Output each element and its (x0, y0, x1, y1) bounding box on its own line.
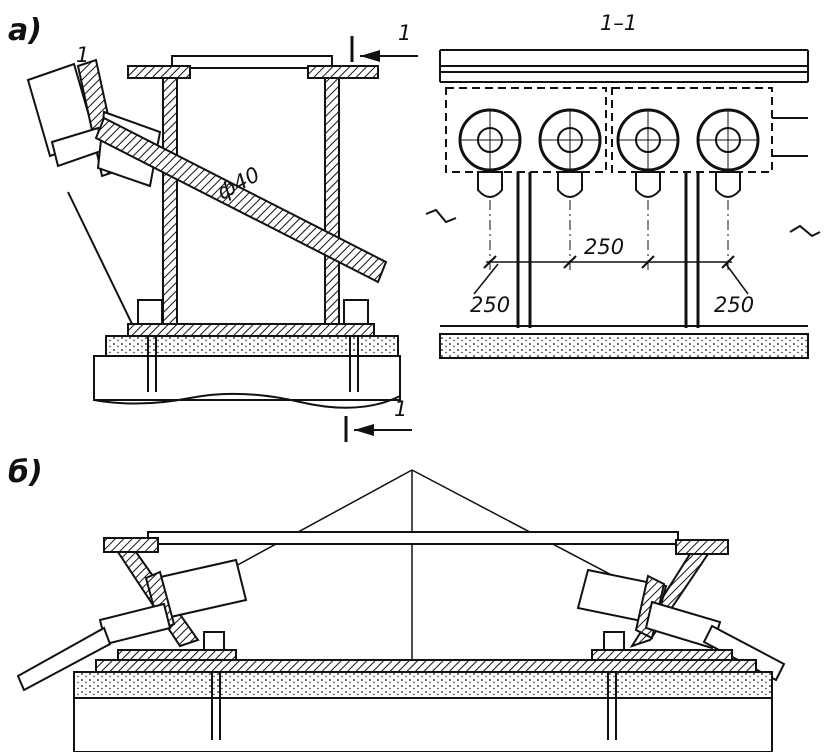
jack-head-2 (538, 108, 602, 198)
jack-head-3 (616, 108, 680, 198)
base-plate-b-left (117, 649, 237, 661)
threaded-rod (94, 116, 388, 284)
dimension-left-label: 250 (470, 293, 510, 317)
dimension-right-label: 250 (714, 293, 754, 317)
item-number-label: 1 (76, 43, 89, 67)
section-mark-top: 1 (350, 21, 418, 62)
top-flange-left (127, 65, 191, 79)
section-grout-layer (439, 333, 809, 359)
section-mark-bottom: 1 (344, 397, 412, 442)
upper-beam (147, 531, 679, 545)
hidden-frame-right (611, 87, 773, 173)
hidden-frame-left (445, 87, 607, 173)
upper-flange-right (675, 539, 729, 555)
section-mark-top-label: 1 (398, 21, 411, 45)
jack-right (576, 568, 786, 682)
upper-flange-left (103, 537, 159, 553)
section-title: 1–1 (600, 11, 637, 35)
foundation-break-line (93, 392, 401, 409)
view-a-label: а) (8, 13, 42, 48)
dimension-lines (473, 200, 749, 295)
grout-layer-b (73, 671, 773, 699)
support-strut (67, 191, 135, 329)
section-mark-bottom-label: 1 (394, 397, 407, 421)
dimension-center-label: 250 (584, 235, 624, 259)
jack-head-1 (458, 108, 522, 198)
view-b-label: б) (8, 455, 43, 490)
post-right (324, 77, 340, 327)
post-left (162, 77, 178, 327)
foundation-b (73, 697, 773, 752)
top-flange-right (307, 65, 379, 79)
lower-beam (95, 659, 757, 673)
view-b-arrangement: б) (8, 455, 786, 752)
jack-left (16, 558, 248, 692)
view-a-elevation: а) 1 ф40 (8, 13, 418, 442)
jack-head-4 (696, 108, 760, 198)
base-plate (127, 323, 375, 337)
section-1-1: 1–1 (425, 11, 821, 359)
top-beam (171, 55, 333, 69)
grout-layer (105, 335, 399, 357)
base-plate-b-right (591, 649, 733, 661)
